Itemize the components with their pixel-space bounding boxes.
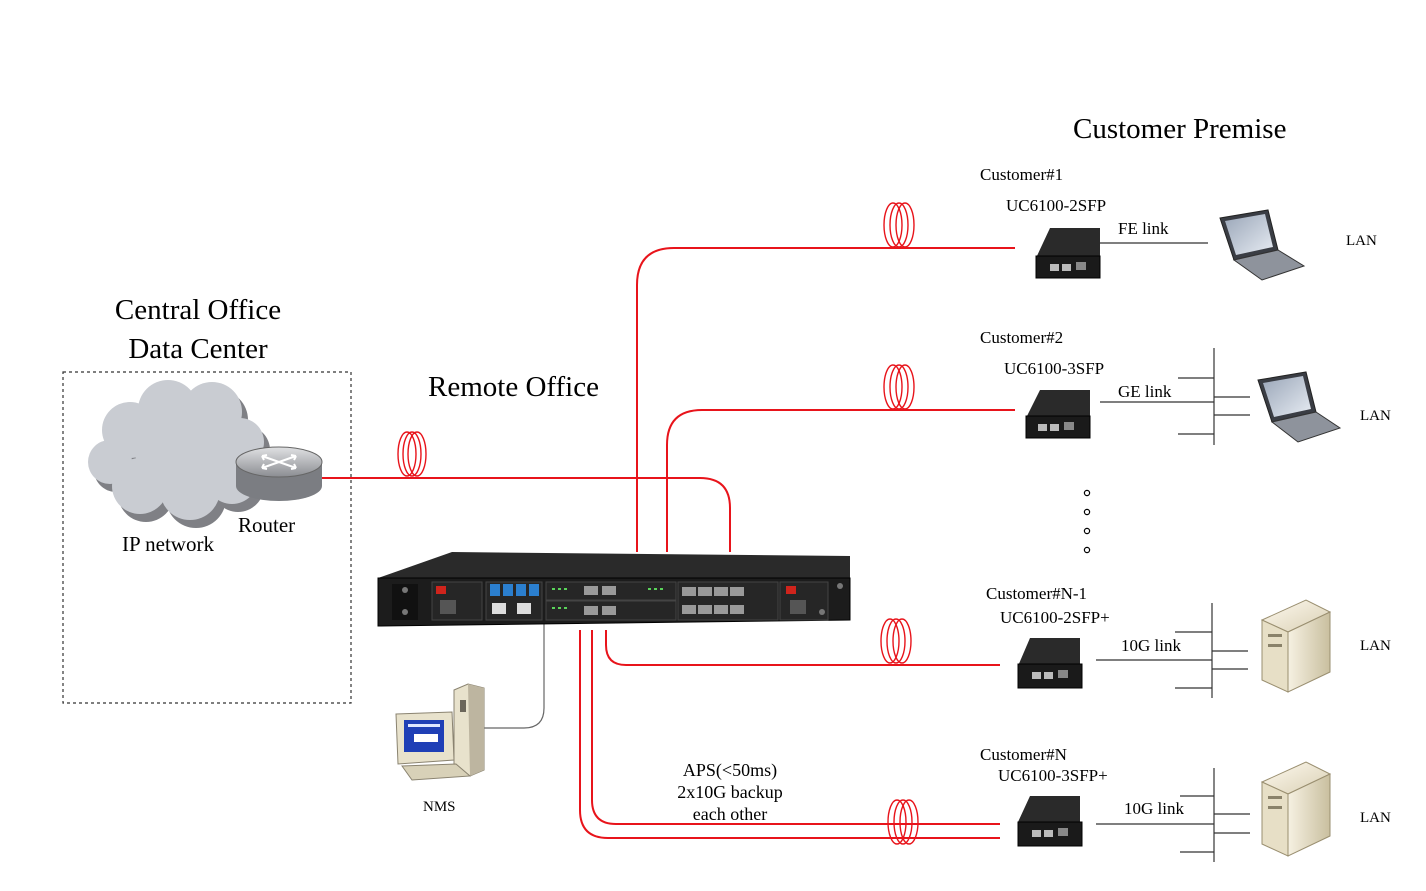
customer-2-name: Customer#2 (980, 328, 1064, 347)
fiber-coil-icon (883, 364, 915, 410)
customer-1-lan: LAN (1346, 233, 1377, 249)
fiber-customer-n-a (591, 630, 1000, 825)
customer-n-1-link: 10G link (1121, 636, 1181, 655)
fiber-coil-icon (397, 431, 427, 477)
fiber-router-to-remote (322, 477, 731, 552)
fiber-coil-icon (887, 799, 919, 845)
ip-network-label: IP network (122, 532, 214, 556)
cpe-device-icon-1 (1035, 228, 1101, 279)
cpe-device-icon-4 (1017, 796, 1083, 847)
nms-label: NMS (423, 799, 456, 815)
data-center-heading: Data Center (128, 333, 268, 365)
customer-n-model: UC6100-3SFP+ (998, 766, 1108, 785)
central-office-heading: Central Office (114, 294, 282, 326)
fiber-customer-1 (636, 247, 1015, 552)
customer-premise-heading: Customer Premise (1073, 113, 1287, 145)
customer-2-link: GE link (1118, 382, 1172, 401)
remote-office-chassis-icon (377, 552, 851, 627)
customer-2-lan: LAN (1360, 408, 1391, 424)
aps-note-line3: each other (692, 804, 768, 824)
customer-1-link: FE link (1118, 219, 1169, 238)
cpe-device-icon-2 (1025, 390, 1091, 439)
customer-n-name: Customer#N (980, 745, 1067, 764)
customer-1-model: UC6100-2SFP (1006, 196, 1107, 215)
customer-n-1-model: UC6100-2SFP+ (1000, 608, 1110, 627)
customer-n-lan: LAN (1360, 810, 1391, 826)
customer-2-model: UC6100-3SFP (1004, 359, 1105, 378)
customer-n-1-name: Customer#N-1 (986, 584, 1088, 603)
fiber-customer-2 (666, 409, 1015, 552)
nms-cable (470, 612, 545, 729)
cpe-device-icon-3 (1017, 638, 1083, 689)
laptop-icon-2 (1257, 371, 1342, 443)
fiber-coil-icons (397, 202, 919, 845)
more-customers-ellipsis (1083, 489, 1091, 554)
customer-n-link: 10G link (1124, 799, 1184, 818)
aps-note-line1: APS(<50ms) (682, 760, 778, 780)
fiber-customer-n-1 (605, 630, 1000, 666)
fiber-customer-n-b (579, 630, 1000, 839)
router-label: Router (238, 513, 296, 537)
fiber-coil-icon (883, 202, 915, 248)
laptop-icon-1 (1219, 209, 1306, 281)
cloud-icon (88, 380, 270, 528)
nms-computer-icon (395, 683, 485, 781)
aps-note-line2: 2x10G backup (677, 782, 783, 802)
server-icon-1 (1260, 599, 1332, 693)
remote-office-heading: Remote Office (428, 371, 599, 403)
server-icon-2 (1260, 761, 1332, 857)
fiber-coil-icon (880, 618, 912, 664)
customer-n-1-lan: LAN (1360, 638, 1391, 654)
router-icon (235, 446, 323, 501)
fiber-links (322, 247, 1015, 839)
customer-1-name: Customer#1 (980, 165, 1064, 184)
copper-links (470, 242, 1250, 862)
central-office-box (62, 371, 352, 704)
